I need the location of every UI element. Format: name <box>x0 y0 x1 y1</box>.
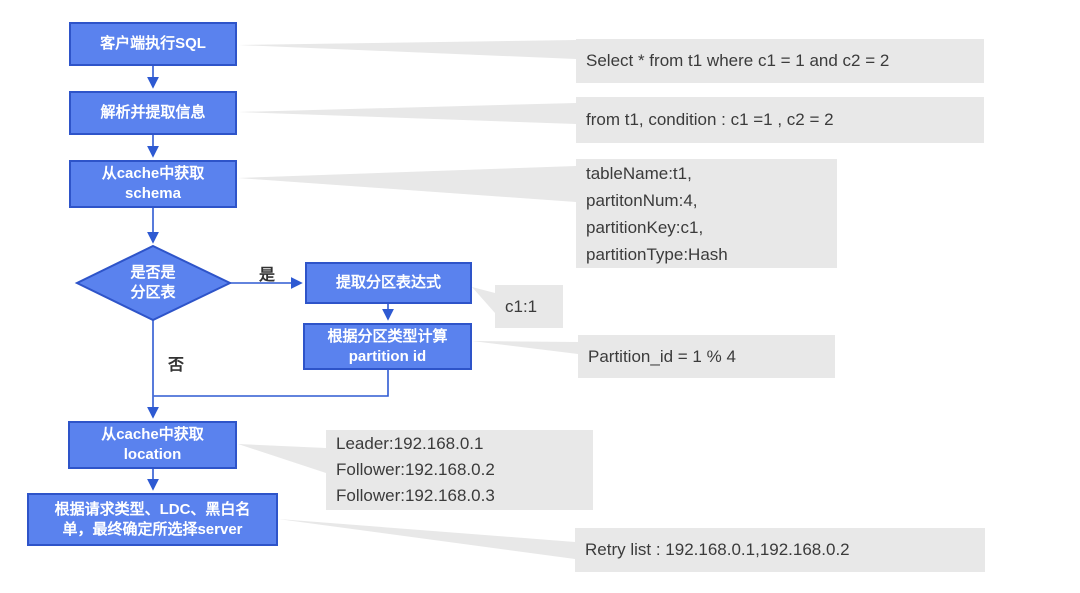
node-get-schema: 从cache中获取 schema <box>69 160 237 208</box>
node-calc-partition-id: 根据分区类型计算 partition id <box>303 323 472 370</box>
callout-partition-expr-value: c1:1 <box>495 285 563 328</box>
callout-partition-id-result: Partition_id = 1 % 4 <box>578 335 835 378</box>
callout-schema-info: tableName:t1, partitonNum:4, partitionKe… <box>576 159 837 268</box>
node-choose-server: 根据请求类型、LDC、黑白名 单，最终确定所选择server <box>27 493 278 546</box>
node-extract-partition-expr: 提取分区表达式 <box>305 262 472 304</box>
callout-tail-location-replicas <box>238 444 326 473</box>
edge-calc-to-location <box>153 370 389 397</box>
callout-tail-parsed-condition <box>238 103 576 124</box>
callout-sql-statement: Select * from t1 where c1 = 1 and c2 = 2 <box>576 39 984 83</box>
callout-tail-sql <box>238 40 576 59</box>
callout-tail-partition-expr-value <box>472 287 495 313</box>
callout-tail-partition-id-result <box>472 341 578 354</box>
callout-parsed-condition: from t1, condition : c1 =1 , c2 = 2 <box>576 97 984 143</box>
edge-label-yes: 是 <box>259 267 276 284</box>
callout-tail-retry-list <box>278 519 575 559</box>
node-client-sql: 客户端执行SQL <box>69 22 237 66</box>
edge-label-no: 否 <box>168 357 185 374</box>
callout-location-replicas: Leader:192.168.0.1 Follower:192.168.0.2 … <box>326 430 593 510</box>
callout-retry-list: Retry list : 192.168.0.1,192.168.0.2 <box>575 528 985 572</box>
decision-is-partition-table-shape <box>74 244 233 322</box>
decision-is-partition-table-label: 是否是 分区表 <box>130 263 176 301</box>
callout-tail-schema-info <box>238 166 576 202</box>
node-parse-extract: 解析并提取信息 <box>69 91 237 135</box>
node-get-location: 从cache中获取 location <box>68 421 237 469</box>
